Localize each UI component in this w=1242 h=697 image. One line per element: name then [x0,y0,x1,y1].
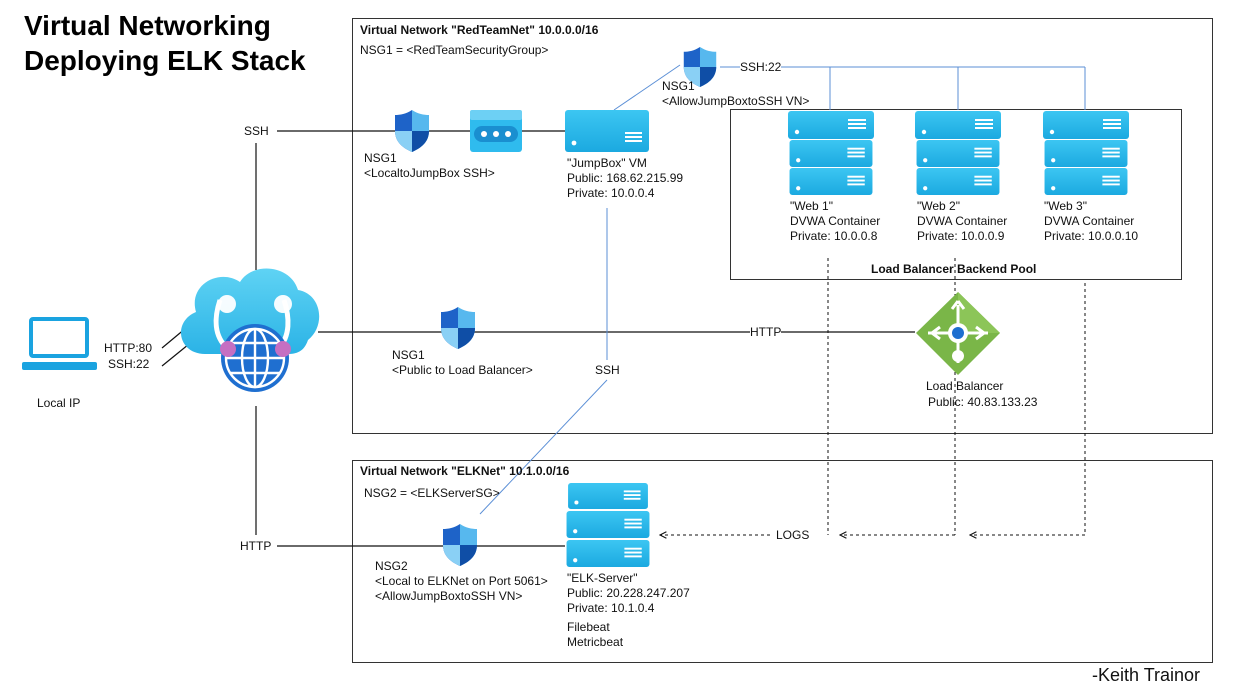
ssh22-label: SSH:22 [740,60,782,75]
web2-role: DVWA Container [917,214,1008,228]
local-http-label: HTTP:80 [104,341,153,355]
nsg2-rule2: <AllowJumpBoxtoSSH VN> [375,589,523,603]
web3-name: "Web 3" [1044,199,1087,213]
load-balancer-icon [916,292,1000,375]
elk-server-public: Public: 20.228.247.207 [567,586,690,600]
nsg-shield-icon [441,307,475,349]
web1-private: Private: 10.0.0.8 [790,229,878,243]
elknet-title: Virtual Network "ELKNet" 10.1.0.0/16 [360,464,570,478]
nsg-jump-rule: <AllowJumpBoxtoSSH VN> [662,94,810,108]
web1-server-icon [788,111,874,195]
internet-ssh-label: SSH [244,124,269,138]
author-credit: -Keith Trainor [1092,665,1201,685]
backend-pool-label: Load Balancer Backend Pool [871,262,1037,276]
title-line-2: Deploying ELK Stack [24,45,306,76]
web1-role: DVWA Container [790,214,881,228]
http-label: HTTP [750,325,782,340]
redteamnet-boundary [352,18,1213,434]
laptop-icon [22,317,97,370]
web2-server-icon [915,111,1001,195]
web1-name: "Web 1" [790,199,833,213]
jumpbox-private: Private: 10.0.0.4 [567,186,655,200]
nsg-shield-icon [443,524,477,566]
redteamnet-nsg: NSG1 = <RedTeamSecurityGroup> [360,43,549,57]
ssh-to-elk-label: SSH [595,363,620,378]
redteamnet-title: Virtual Network "RedTeamNet" 10.0.0.0/16 [360,23,599,37]
nsg2-rule1: <Local to ELKNet on Port 5061> [375,574,548,588]
metricbeat-label: Metricbeat [567,635,624,649]
jumpbox-name: "JumpBox" VM [567,156,647,170]
log-lines [660,258,1086,535]
nsg-shield-icon [395,110,429,152]
local-ip-label: Local IP [37,396,81,410]
load-balancer-name: Load Balancer [926,379,1004,393]
firewall-appliance-icon [470,110,522,152]
nsg2-name: NSG2 [375,559,408,573]
nsg-lb-name: NSG1 [392,348,425,362]
elk-server-private: Private: 10.1.0.4 [567,601,655,615]
local-ssh-label: SSH:22 [108,357,150,371]
web3-role: DVWA Container [1044,214,1135,228]
load-balancer-public: Public: 40.83.133.23 [928,395,1038,409]
diagram-title: Virtual Networking Deploying ELK Stack [24,8,306,78]
elk-server-name: "ELK-Server" [567,571,638,585]
backend-pool-boundary [730,109,1182,280]
elknet-nsg: NSG2 = <ELKServerSG> [364,486,500,500]
nsg-local-name: NSG1 [364,151,397,165]
nsg-jump-name: NSG1 [662,79,695,93]
connection-lines [161,130,915,547]
virtual-network-gateway-icon [180,268,320,392]
elknet-boundary [352,460,1213,663]
jumpbox-server-icon [565,110,649,152]
web2-name: "Web 2" [917,199,960,213]
web2-private: Private: 10.0.0.9 [917,229,1005,243]
elk-server-icon [566,483,650,567]
web3-private: Private: 10.0.0.10 [1044,229,1139,243]
title-line-1: Virtual Networking [24,10,271,41]
web3-server-icon [1043,111,1129,195]
nsg-lb-rule: <Public to Load Balancer> [392,363,533,377]
logs-label: LOGS [776,528,810,543]
internet-http-label: HTTP [240,539,272,553]
nsg-local-rule: <LocaltoJumpBox SSH> [364,166,495,180]
filebeat-label: Filebeat [567,620,610,634]
jumpbox-public: Public: 168.62.215.99 [567,171,684,185]
